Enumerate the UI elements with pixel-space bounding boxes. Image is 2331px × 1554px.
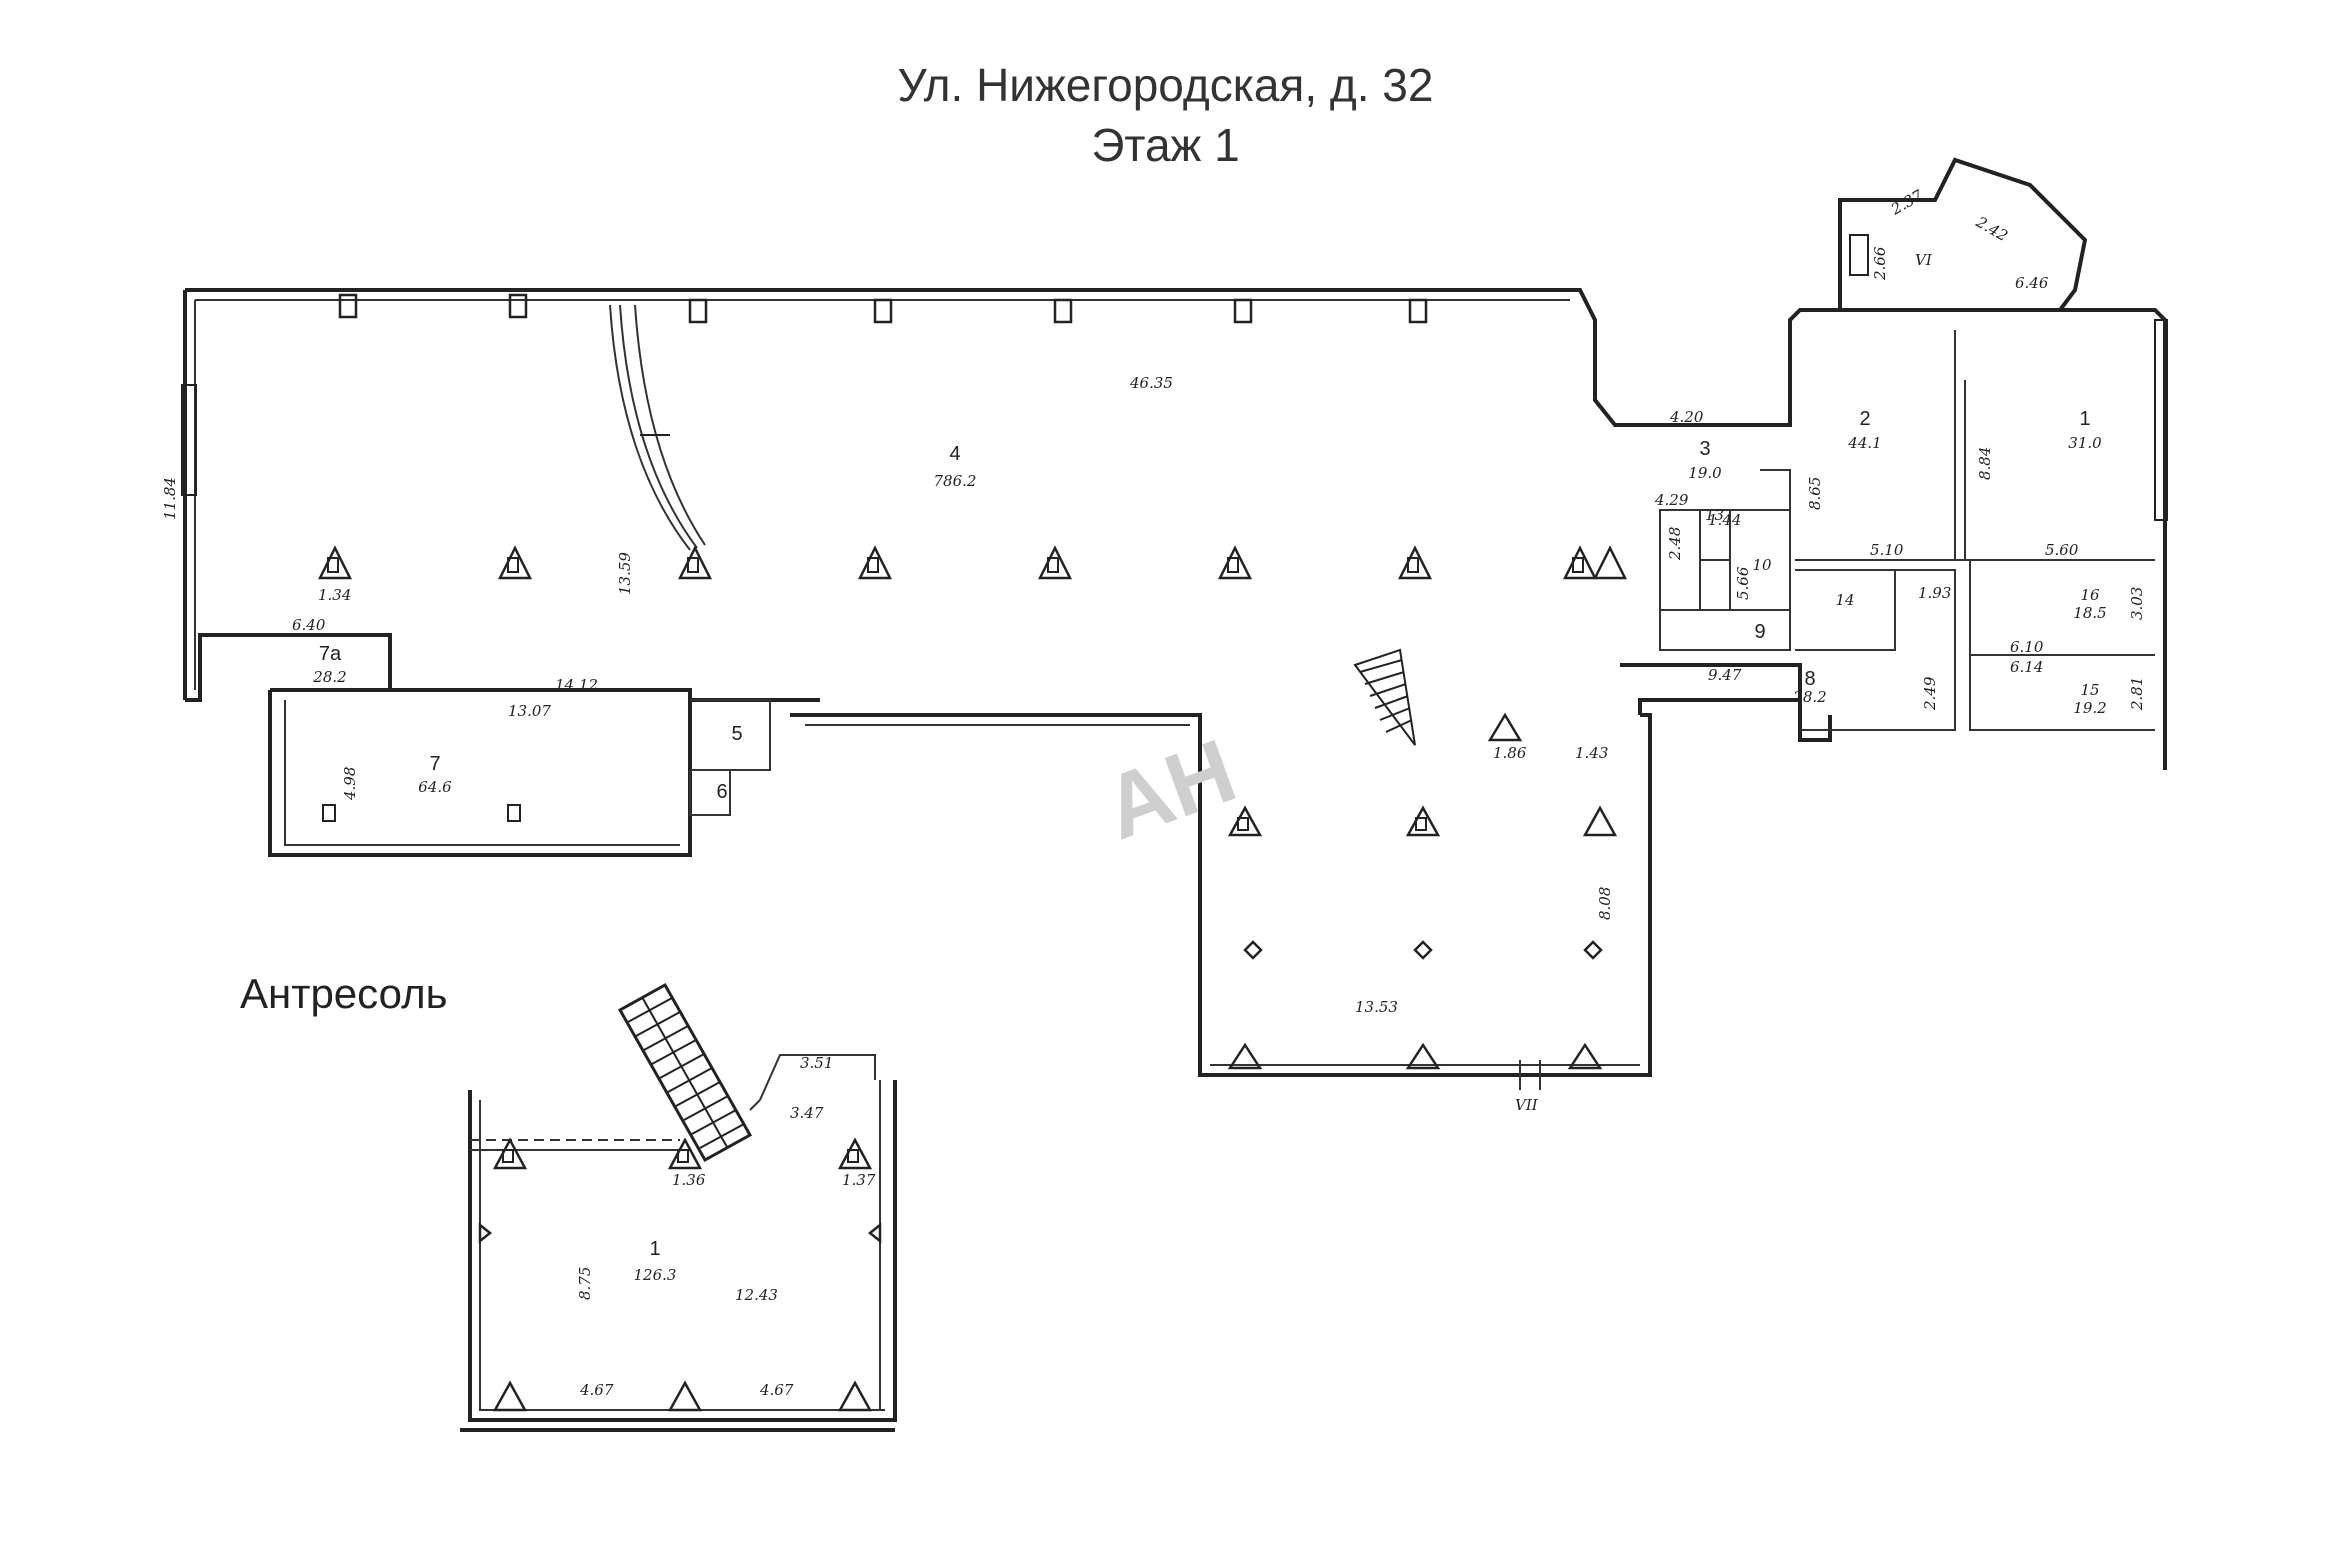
- floor1-room-labels: 4 786.2 3 19.0 2 44.1 1 31.0 7 64.6 7а 2…: [312, 408, 2106, 803]
- svg-text:4.67: 4.67: [759, 1381, 794, 1399]
- mezzanine-outline: [460, 982, 897, 1432]
- column-markers: [317, 545, 1628, 1070]
- svg-text:2.48: 2.48: [1666, 527, 1684, 561]
- svg-text:9.47: 9.47: [1708, 666, 1742, 684]
- room-4-area: 786.2: [934, 472, 977, 490]
- svg-text:13.53: 13.53: [1355, 998, 1398, 1016]
- svg-text:2.42: 2.42: [1972, 212, 2011, 245]
- watermark: АН: [1092, 721, 1248, 859]
- svg-text:VI: VI: [1915, 251, 1933, 269]
- room-7a-area: 28.2: [312, 668, 346, 686]
- room-7-number: 7: [429, 753, 440, 775]
- top-wall-columns: [338, 293, 1428, 324]
- room-2-area: 44.1: [1847, 434, 1881, 452]
- svg-text:VII: VII: [1515, 1096, 1539, 1114]
- svg-text:1.34: 1.34: [318, 586, 351, 604]
- room-3-number: 3: [1699, 438, 1710, 460]
- svg-text:1.37: 1.37: [842, 1171, 876, 1189]
- svg-text:6.10: 6.10: [2010, 638, 2044, 656]
- svg-text:13.59: 13.59: [616, 552, 634, 595]
- curved-partition: [609, 304, 706, 551]
- svg-text:2.37: 2.37: [1887, 186, 1926, 219]
- svg-text:8.75: 8.75: [576, 1267, 594, 1300]
- room-5-number: 5: [731, 723, 742, 745]
- room-7-area: 64.6: [418, 778, 452, 796]
- room-10-number: 10: [1752, 556, 1772, 574]
- svg-text:13.07: 13.07: [508, 702, 551, 720]
- room-1-area: 31.0: [2068, 434, 2102, 452]
- room-9-number: 9: [1754, 621, 1765, 643]
- room-2-number: 2: [1859, 408, 1870, 430]
- room-8-area: 28.2: [1792, 688, 1826, 706]
- mezzanine-label: Антресоль: [240, 970, 448, 1017]
- room-15-number: 15: [2080, 681, 2099, 699]
- page-title-address: Ул. Нижегородская, д. 32: [897, 59, 1434, 111]
- svg-text:1.36: 1.36: [672, 1171, 706, 1189]
- svg-text:6.40: 6.40: [292, 616, 326, 634]
- svg-text:8.08: 8.08: [1596, 887, 1614, 920]
- mezzanine-room-area: 126.3: [634, 1266, 677, 1284]
- svg-text:1.93: 1.93: [1918, 584, 1951, 602]
- room-16-number: 16: [2080, 586, 2100, 604]
- svg-text:5.66: 5.66: [1734, 566, 1752, 600]
- svg-text:13: 13: [1705, 506, 1724, 524]
- svg-text:3.51: 3.51: [800, 1054, 833, 1072]
- room-8-number: 8: [1804, 668, 1815, 690]
- room-14-number: 14: [1835, 591, 1854, 609]
- room-6-number: 6: [716, 781, 727, 803]
- svg-text:4.98: 4.98: [341, 767, 359, 801]
- svg-text:8.84: 8.84: [1976, 447, 1994, 480]
- mezzanine-labels: 1 126.3 3.51 3.47 1.36 1.37 8.75 12.43 4…: [576, 1054, 876, 1399]
- svg-text:12.43: 12.43: [735, 1286, 778, 1304]
- svg-text:2.49: 2.49: [1921, 676, 1939, 711]
- floor1-dimensions: 46.35 11.84 13.59 1.34 6.40 14.12 13.07 …: [161, 186, 2146, 1114]
- svg-text:8.65: 8.65: [1806, 477, 1824, 510]
- page-title-floor: Этаж 1: [1091, 119, 1240, 171]
- svg-text:5.60: 5.60: [2045, 541, 2079, 559]
- floor1-outline: [181, 157, 2168, 1090]
- svg-text:3.47: 3.47: [790, 1104, 824, 1122]
- svg-text:3.03: 3.03: [2128, 587, 2146, 620]
- svg-text:2.81: 2.81: [2128, 677, 2146, 711]
- svg-text:2.66: 2.66: [1871, 246, 1889, 281]
- room-3-area: 19.0: [1688, 464, 1722, 482]
- svg-text:5.10: 5.10: [1870, 541, 1904, 559]
- room-7a-number: 7а: [319, 643, 342, 665]
- room-4-number: 4: [949, 443, 960, 465]
- svg-text:11.84: 11.84: [161, 477, 179, 520]
- svg-text:1.44: 1.44: [1708, 511, 1741, 529]
- room-16-area: 18.5: [2073, 604, 2106, 622]
- room-15-area: 19.2: [2073, 699, 2106, 717]
- svg-text:14.12: 14.12: [555, 676, 598, 694]
- stair-symbol: [1353, 648, 1416, 746]
- svg-text:6.46: 6.46: [2015, 274, 2049, 292]
- svg-text:46.35: 46.35: [1129, 374, 1173, 392]
- svg-text:1.43: 1.43: [1575, 744, 1608, 762]
- svg-text:4.67: 4.67: [579, 1381, 614, 1399]
- svg-text:1.86: 1.86: [1493, 744, 1527, 762]
- room-1-number: 1: [2079, 408, 2090, 430]
- mezzanine-room-number: 1: [649, 1238, 660, 1260]
- svg-text:4.20: 4.20: [1669, 408, 1704, 426]
- svg-text:6.14: 6.14: [2010, 658, 2043, 676]
- svg-text:4.29: 4.29: [1654, 491, 1689, 509]
